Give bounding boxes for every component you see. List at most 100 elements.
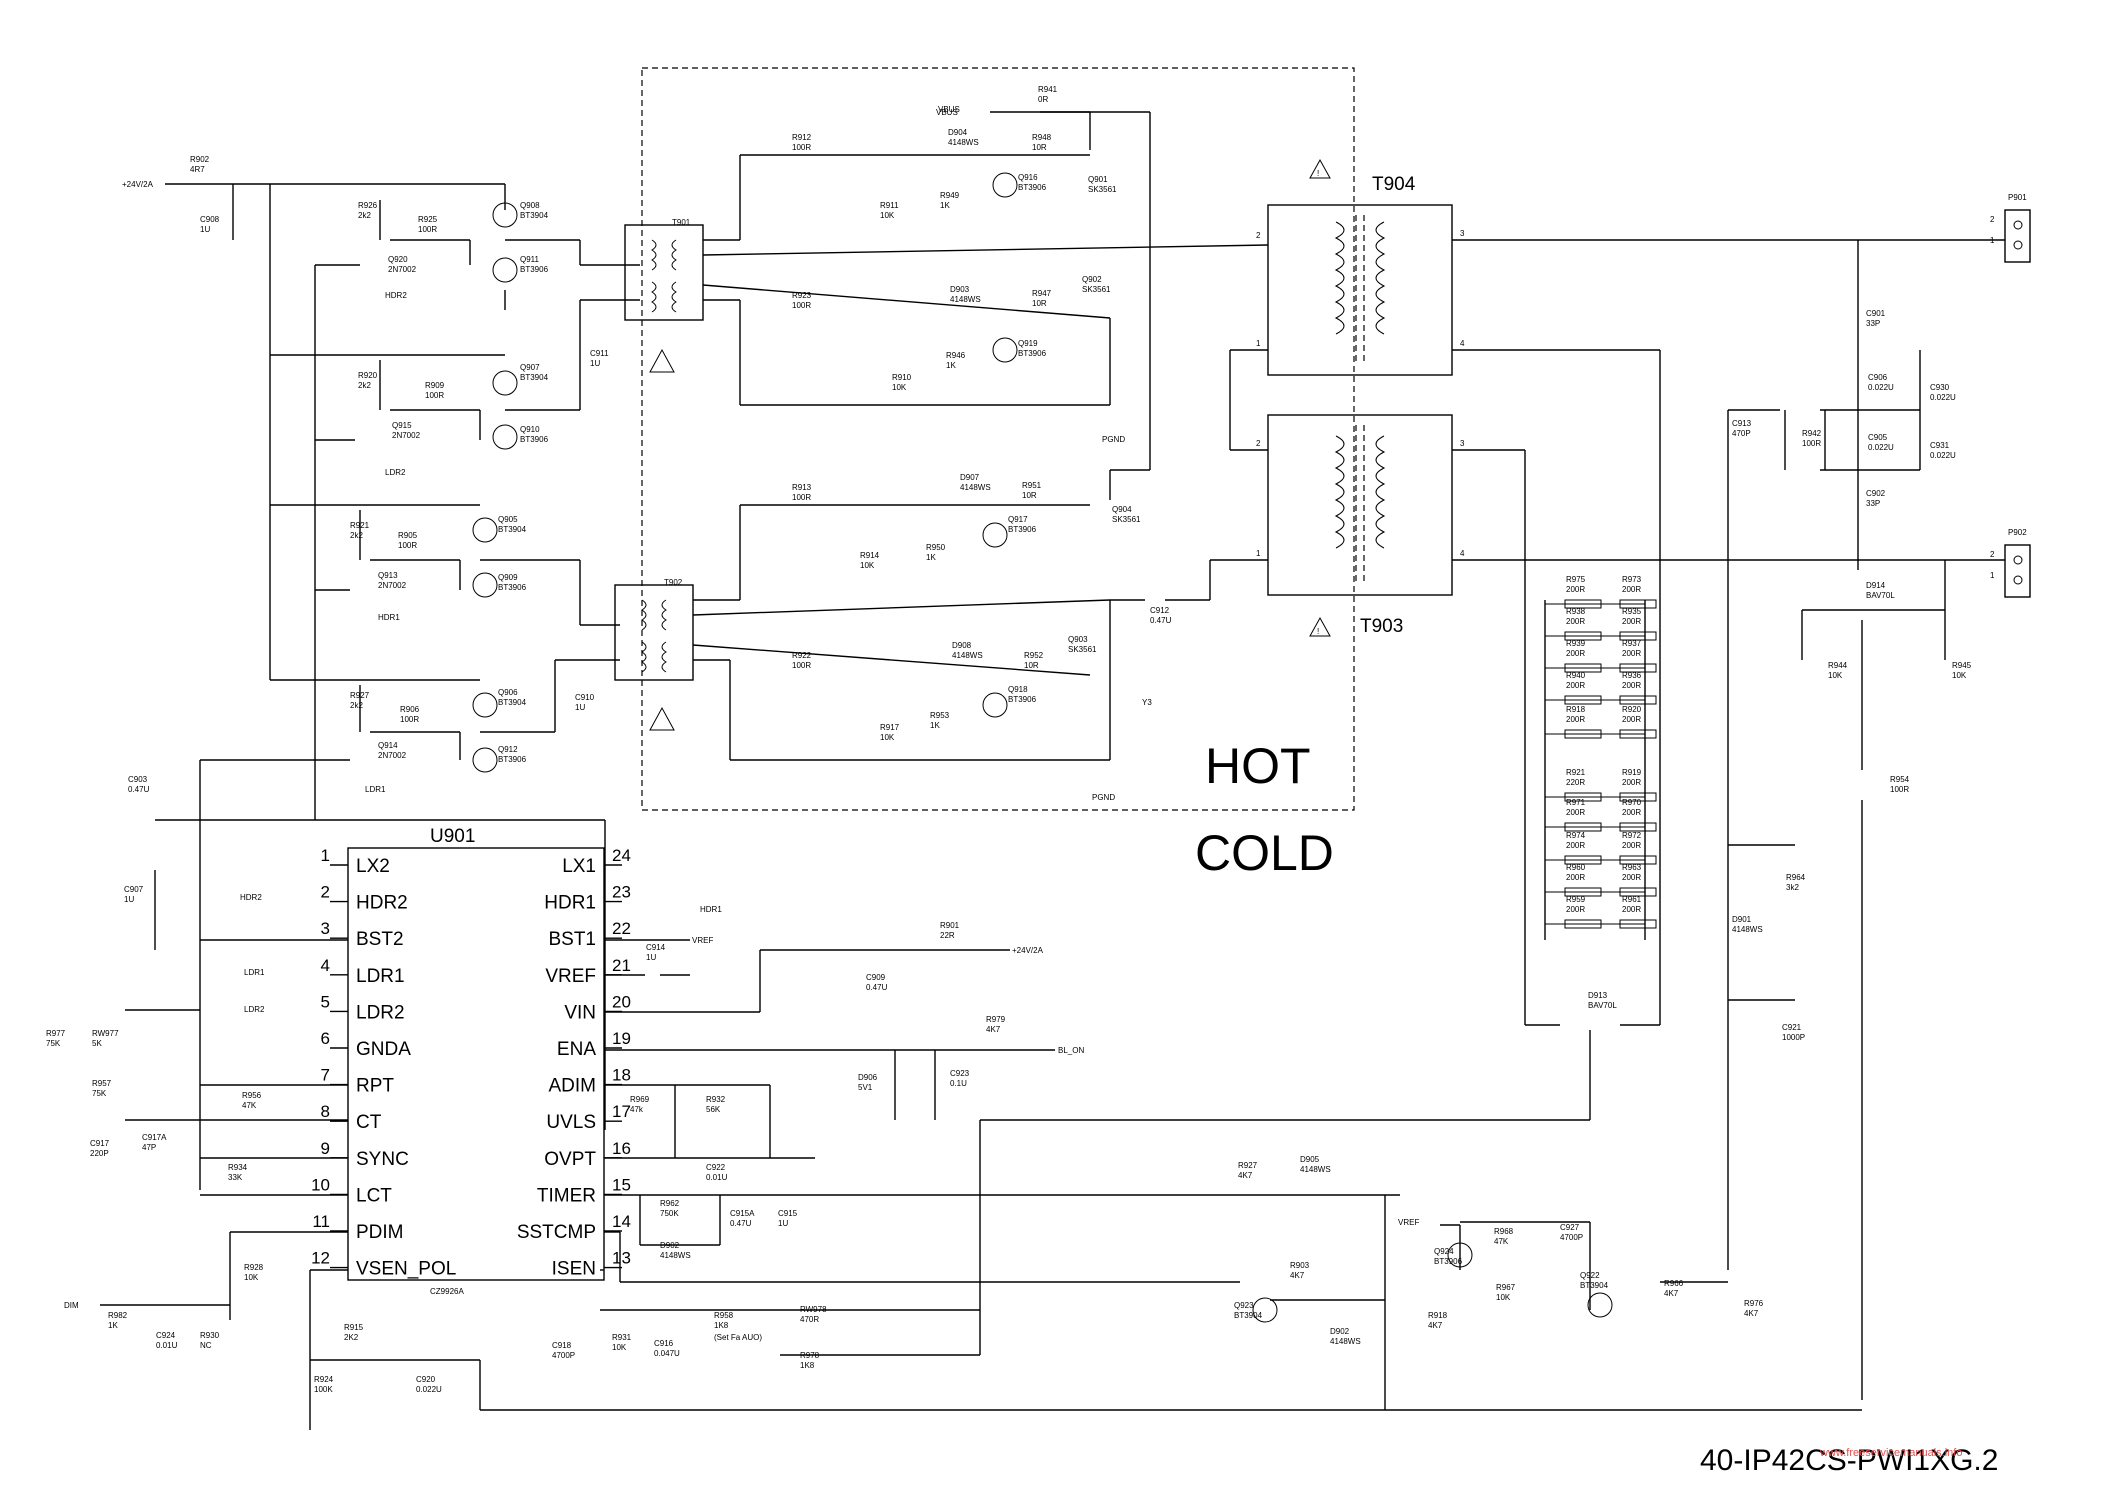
component-label: 4K7: [1428, 1321, 1443, 1330]
component-label: R944: [1828, 661, 1848, 670]
t904-pin-s1: 3: [1460, 229, 1465, 238]
component-label: R928: [244, 1263, 264, 1272]
component-label: R921: [1566, 768, 1586, 777]
component-label: R920: [358, 371, 378, 380]
ic-pin-name: LX2: [356, 856, 390, 877]
component-label: 2k2: [358, 381, 371, 390]
component-label: BT3906: [1008, 695, 1037, 704]
component-label: C916: [654, 1339, 674, 1348]
component-label: 0.022U: [1868, 443, 1894, 452]
ic-pin-name: LCT: [356, 1185, 392, 1206]
ic-pin-name: VIN: [564, 1002, 596, 1023]
component-label: BT3904: [498, 698, 527, 707]
component-label: R941: [1038, 85, 1058, 94]
component-label: 4R7: [190, 165, 205, 174]
component-label: R954: [1890, 775, 1910, 784]
component-label: R969: [630, 1095, 650, 1104]
component-label: C921: [1782, 1023, 1802, 1032]
component-label: Q917: [1008, 515, 1028, 524]
component-label: 33P: [1866, 499, 1880, 508]
component-label: BT3906: [520, 265, 549, 274]
component-label: R920: [1622, 705, 1642, 714]
component-label: 2k2: [350, 701, 363, 710]
component-label: C918: [552, 1341, 572, 1350]
component-label: R946: [946, 351, 966, 360]
ic-pin-name: LX1: [562, 856, 596, 877]
component-label: D913: [1588, 991, 1608, 1000]
component-label: R940: [1566, 671, 1586, 680]
component-label: R936: [1622, 671, 1642, 680]
component-label: 1K8: [714, 1321, 729, 1330]
ic-pin-name: ADIM: [549, 1076, 597, 1097]
component-label: SK3561: [1088, 185, 1117, 194]
component-label: 200R: [1622, 649, 1641, 658]
component-label: 100R: [418, 225, 437, 234]
component-label: R977: [46, 1029, 66, 1038]
ic-pin-number: 19: [612, 1029, 631, 1048]
component-label: R948: [1032, 133, 1052, 142]
gate-transformer-t901: [624, 224, 704, 373]
component-label: 22R: [940, 931, 955, 940]
ic-pin-name: PDIM: [356, 1222, 404, 1243]
component-label: 10R: [1024, 661, 1039, 670]
net-vref: VREF: [692, 936, 713, 945]
component-label: R923: [792, 291, 812, 300]
component-label: C912: [1150, 606, 1170, 615]
component-label: R974: [1566, 831, 1586, 840]
component-label: 200R: [1622, 905, 1641, 914]
component-label: Q919: [1018, 339, 1038, 348]
component-label: R912: [792, 133, 812, 142]
component-label: T901: [672, 218, 691, 227]
component-label: R913: [792, 483, 812, 492]
component-label: BT3906: [498, 583, 527, 592]
ic-pin-number: 24: [612, 846, 631, 865]
component-label: D914: [1866, 581, 1886, 590]
gate-transformer-t902: [614, 584, 694, 731]
component-label: C911: [590, 349, 609, 358]
component-label: 200R: [1622, 873, 1641, 882]
component-label: R927: [350, 691, 370, 700]
component-label: 0.01U: [156, 1341, 178, 1350]
wiring: [100, 111, 2005, 1430]
component-label: C913: [1732, 419, 1752, 428]
component-label: 1K: [946, 361, 956, 370]
component-label: 4148WS: [1732, 925, 1763, 934]
component-label: 10K: [880, 733, 895, 742]
component-label: C909: [866, 973, 886, 982]
component-label: R964: [1786, 873, 1806, 882]
component-label: C915A: [730, 1209, 755, 1218]
component-label: R921: [350, 521, 370, 530]
ic-pin-name: BST1: [548, 929, 596, 950]
component-label: C915: [778, 1209, 798, 1218]
ic-pin-name: BST2: [356, 929, 404, 950]
net-vbus: VBUS: [936, 108, 958, 117]
t903-pin-p1: 2: [1256, 439, 1261, 448]
component-label: 2k2: [350, 531, 363, 540]
component-label: BT3906: [520, 435, 549, 444]
t903-pin-s1: 3: [1460, 439, 1465, 448]
component-label: BT3904: [498, 525, 527, 534]
component-label: 4K7: [986, 1025, 1001, 1034]
p901-ref: P901: [2008, 193, 2027, 202]
component-label: R918: [1566, 705, 1586, 714]
component-label: 200R: [1622, 715, 1641, 724]
net-ldr1-gate: LDR1: [365, 785, 386, 794]
net-bl-on: BL_ON: [1058, 1046, 1084, 1055]
component-label: SK3561: [1112, 515, 1141, 524]
net-labels: +24V/2A +24V/2A VBUS VREF VREF BL_ON DIM…: [64, 108, 1419, 1310]
component-label: 1U: [590, 359, 600, 368]
component-label: 56K: [706, 1105, 721, 1114]
component-label: R956: [242, 1091, 262, 1100]
ic-pin-number: 15: [612, 1175, 631, 1194]
component-label: Q907: [520, 363, 540, 372]
component-label: C910: [575, 693, 595, 702]
ic-pin-number: 8: [321, 1102, 330, 1121]
ic-pin-number: 5: [321, 992, 330, 1011]
component-label: D904: [948, 128, 968, 137]
component-label: R911: [880, 201, 899, 210]
component-label: 2N7002: [388, 265, 417, 274]
component-label: 470P: [1732, 429, 1751, 438]
component-label: 4148WS: [960, 483, 991, 492]
